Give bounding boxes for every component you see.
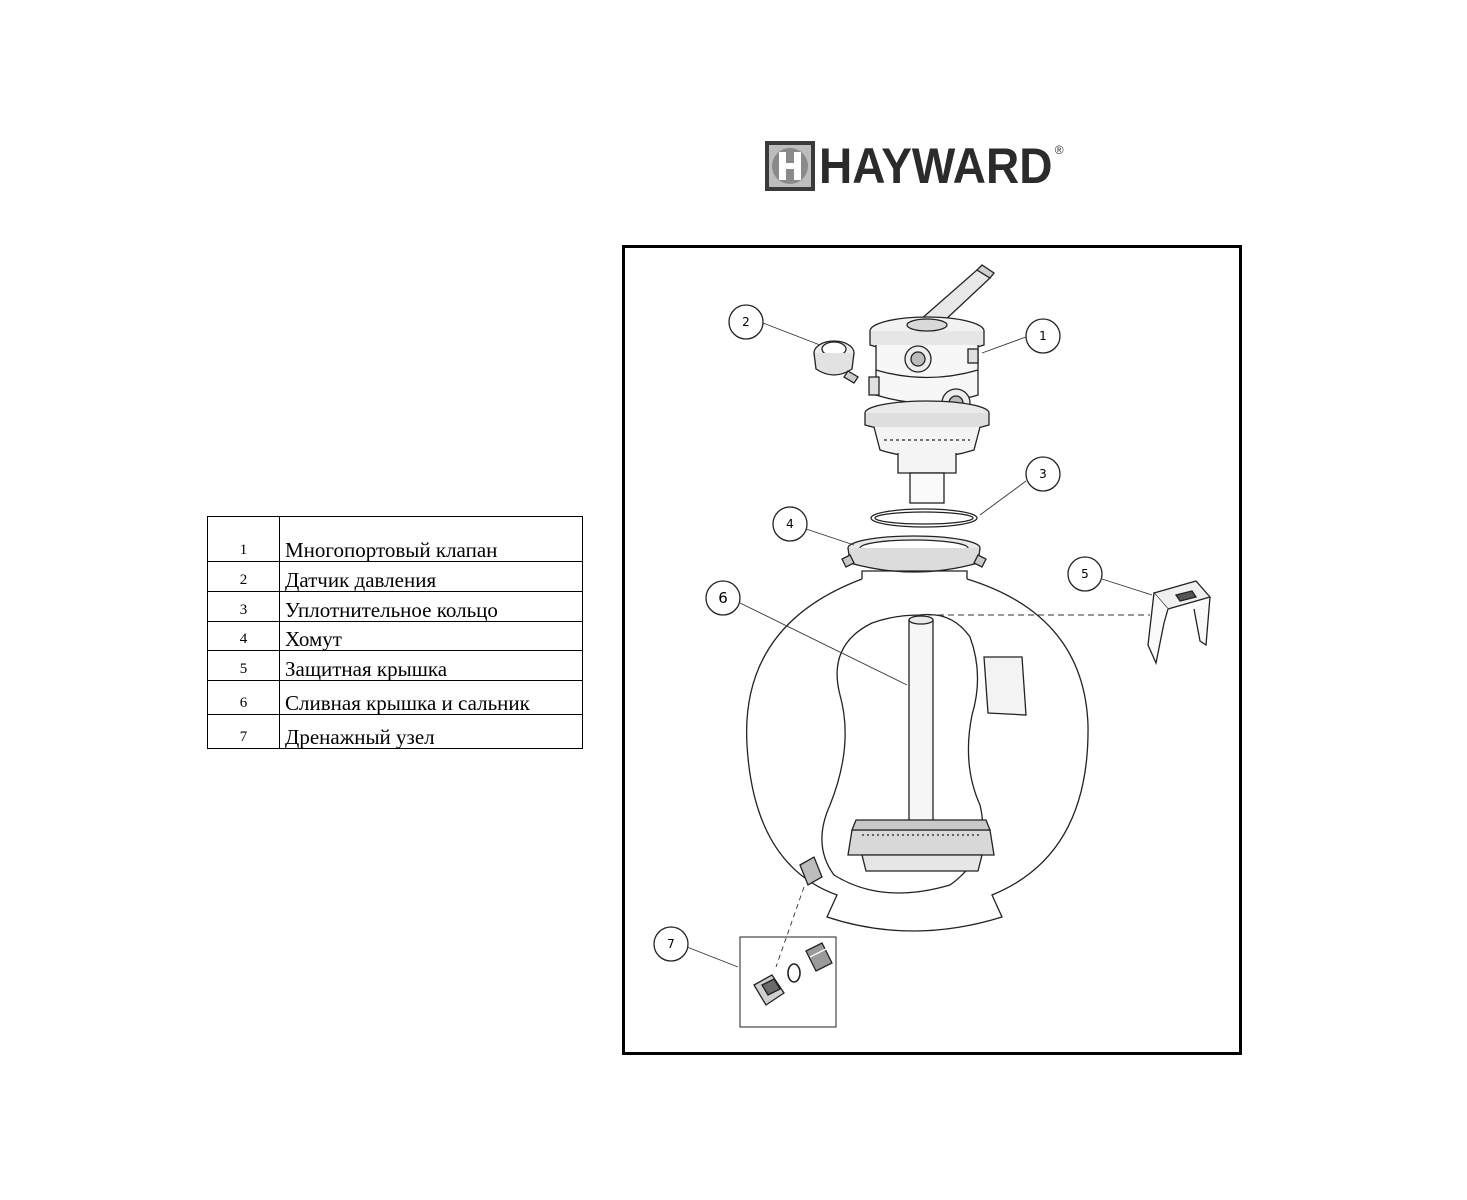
part-name: Многопортовый клапан [279,516,583,562]
part-name: Уплотнительное кольцо [279,591,583,622]
callout-2: 2 [728,304,764,340]
table-row: 5 Защитная крышка [207,650,583,681]
svg-text:6: 6 [718,589,728,607]
svg-text:5: 5 [1081,567,1089,581]
callout-4: 4 [772,506,808,542]
callout-5: 5 [1067,556,1103,592]
part-number: 2 [207,561,280,592]
part-name: Хомут [279,621,583,651]
hayward-h-logo-icon [765,141,815,191]
pressure-gauge [813,340,859,384]
callout-7: 7 [653,926,689,962]
svg-text:4: 4 [786,517,794,531]
registered-mark: ® [1054,143,1064,157]
svg-text:1: 1 [1039,329,1047,343]
svg-text:7: 7 [667,937,675,951]
filter-tank [745,570,1089,932]
part-name: Дренажный узел [279,714,583,749]
hayward-logo: HAYWARD ® [765,140,1064,192]
clamp [841,535,987,573]
callout-1: 1 [1025,318,1061,354]
diagram-frame: 2 1 3 4 5 6 7 [622,245,1242,1055]
o-ring [870,508,978,528]
o-ring-inner [874,511,974,525]
filter-exploded-diagram: 2 1 3 4 5 6 7 [653,264,1212,1028]
table-row: 4 Хомут [207,621,583,651]
protective-cover [1147,580,1212,666]
part-number: 7 [207,714,280,749]
part-number: 3 [207,591,280,622]
parts-table: 1 Многопортовый клапан 2 Датчик давления… [207,516,583,749]
svg-text:2: 2 [742,315,750,329]
part-number: 5 [207,650,280,681]
callout-3: 3 [1025,456,1061,492]
part-number: 4 [207,621,280,651]
drain-assembly [739,936,837,1028]
part-name: Защитная крышка [279,650,583,681]
brand-name: HAYWARD [819,138,1053,194]
table-row: 2 Датчик давления [207,561,583,592]
table-row: 7 Дренажный узел [207,714,583,749]
table-row: 1 Многопортовый клапан [207,516,583,562]
leader-lines [686,322,1153,968]
table-row: 3 Уплотнительное кольцо [207,591,583,622]
part-name: Сливная крышка и сальник [279,680,583,715]
part-number: 6 [207,680,280,715]
multiport-valve [864,264,995,504]
svg-text:3: 3 [1039,467,1047,481]
table-row: 6 Сливная крышка и сальник [207,680,583,715]
part-name: Датчик давления [279,561,583,592]
callout-6: 6 [705,580,741,616]
part-number: 1 [207,516,280,562]
